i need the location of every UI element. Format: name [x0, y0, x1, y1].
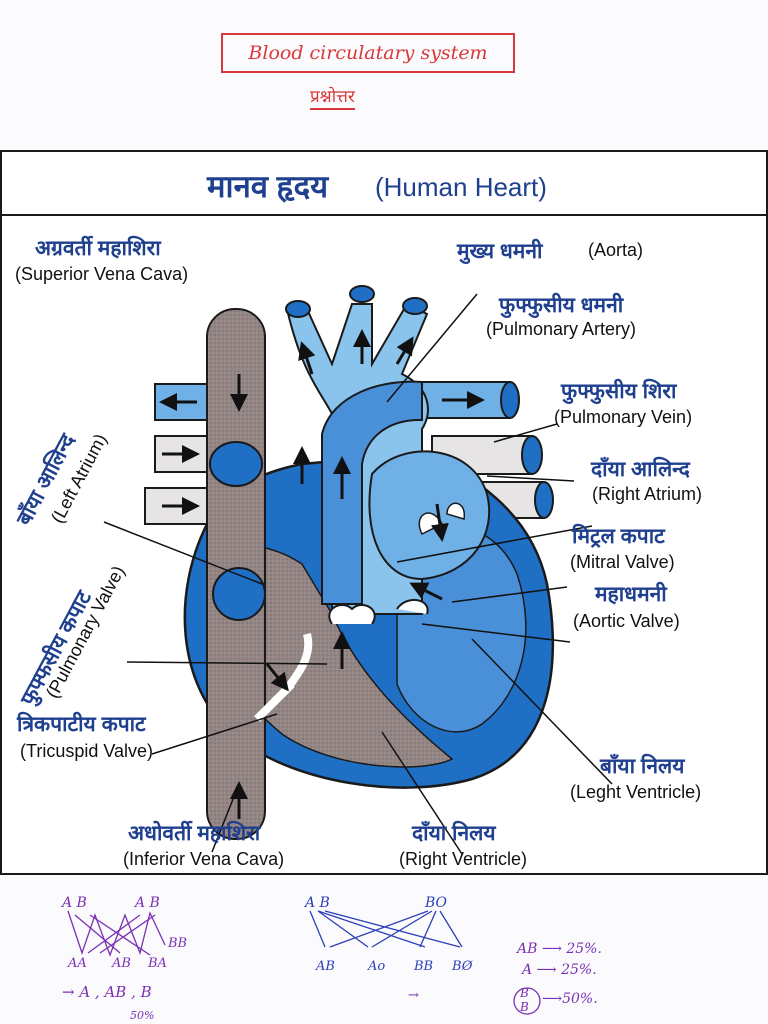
label-tricuspid-hindi: त्रिकपाटीय कपाट	[17, 713, 146, 736]
cross1-offspring2: AB	[111, 956, 131, 971]
label-aorta-english: (Aorta)	[588, 240, 644, 260]
label-svc-english: (Superior Vena Cava)	[15, 264, 189, 284]
label-ivc-hindi: अधोवर्ती महाशिरा	[128, 822, 261, 845]
cross2-offspring1: AB	[315, 959, 335, 974]
cross2-parent1: A B	[303, 895, 330, 911]
label-aortic-hindi: महाधमनी	[595, 583, 667, 606]
ratio-b2: B	[519, 1000, 529, 1014]
ratios: AB ⟶ 25%. A ⟶ 25%. B B ⟶50%.	[513, 941, 602, 1015]
cross2-offspring2: Ao	[367, 959, 385, 974]
cross-1: A B A B AA AB BA BB → A , AB , B 50%	[60, 895, 187, 1022]
label-pv-english: (Pulmonary Vein)	[554, 407, 693, 427]
label-ivc-english: (Inferior Vena Cava)	[123, 849, 285, 869]
valves	[254, 502, 465, 722]
label-mitral-english: (Mitral Valve)	[570, 552, 675, 572]
label-tricuspid-english: (Tricuspid Valve)	[20, 741, 154, 761]
cross2-arrow: →	[408, 988, 419, 1003]
label-aorta-hindi: मुख्य धमनी	[457, 240, 543, 263]
handwritten-notes: A B A B AA AB BA BB → A , AB , B 50% A B…	[60, 895, 602, 1022]
cross-2: A B BO AB Ao BB BØ →	[303, 895, 473, 1003]
ratio-b-percent: ⟶50%.	[542, 991, 598, 1007]
label-ra-english: (Right Atrium)	[592, 484, 703, 504]
cross2-offspring4: BØ	[451, 959, 473, 974]
cross1-result: → A , AB , B	[62, 983, 152, 1001]
flow-arrows	[159, 329, 485, 819]
ratio-ab: AB ⟶ 25%.	[515, 941, 602, 957]
cross1-parent1: A B	[60, 895, 87, 911]
note-heading: Blood circulatary system	[248, 42, 488, 64]
figure-title-hindi: मानव हृदय	[207, 169, 329, 204]
note-heading-box: Blood circulatary system	[221, 33, 515, 73]
label-rv-hindi: दाँया निलय	[412, 822, 496, 845]
pulmonary-trunk	[321, 380, 423, 605]
cross2-parent2: BO	[424, 895, 448, 911]
label-rv-english: (Right Ventricle)	[399, 849, 528, 869]
cross1-offspring3: BA	[147, 956, 167, 971]
label-mitral-hindi: मिट्रल कपाट	[572, 525, 665, 548]
label-aortic-english: (Aortic Valve)	[573, 611, 680, 631]
label-pv-hindi: फुफ्फुसीय शिरा	[561, 380, 677, 403]
label-lv-english: (Leght Ventricle)	[570, 782, 702, 802]
cross1-percent: 50%	[130, 1009, 154, 1022]
figure-title-english: (Human Heart)	[375, 172, 547, 202]
label-ra-hindi: दाँया आलिन्द	[591, 458, 690, 481]
cross1-parent2: A B	[133, 895, 160, 911]
ratio-b1: B	[519, 986, 529, 1000]
note-subheading: प्रश्नोत्तर	[310, 84, 355, 110]
heart-illustration	[103, 285, 613, 855]
cross1-offspring1: AA	[67, 956, 87, 971]
cross2-offspring3: BB	[413, 959, 433, 974]
label-svc-hindi: अग्रवर्ती महाशिरा	[35, 237, 161, 260]
label-pa-english: (Pulmonary Artery)	[486, 319, 637, 339]
ratio-a: A ⟶ 25%.	[520, 962, 597, 978]
leader-lines	[103, 293, 613, 855]
cross1-offspring4: BB	[167, 936, 187, 951]
label-lv-hindi: बाँया निलय	[600, 755, 685, 778]
label-pa-hindi: फुफ्फुसीय धमनी	[499, 294, 624, 317]
figure-title-bar: मानव हृदय (Human Heart)	[2, 152, 768, 216]
heart-diagram: मानव हृदय (Human Heart)	[0, 150, 768, 875]
